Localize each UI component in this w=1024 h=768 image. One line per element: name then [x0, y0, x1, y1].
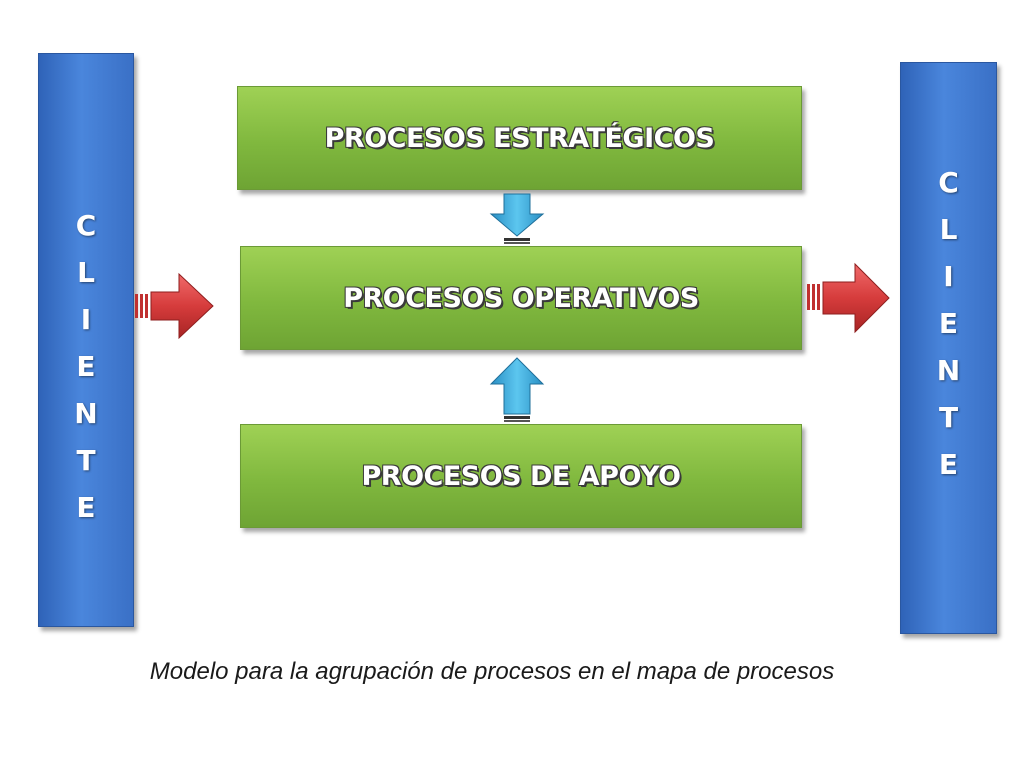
client-right-letter: I: [943, 260, 954, 293]
client-left-letter: I: [80, 303, 92, 336]
diagram-caption: Modelo para la agrupación de procesos en…: [149, 658, 835, 685]
client-bar-left: C L I E N T E: [38, 53, 134, 627]
arrow-up-icon: [489, 357, 545, 422]
client-left-letter: C: [75, 209, 97, 242]
client-left-letter: E: [76, 350, 96, 383]
strategic-processes-box: PROCESOS ESTRATÉGICOS: [237, 86, 802, 190]
client-left-letter: E: [76, 491, 96, 524]
client-left-letters: C L I E N T E: [39, 202, 133, 531]
client-right-letter: C: [938, 166, 959, 199]
client-right-letter: E: [938, 448, 959, 481]
client-left-letter: T: [76, 444, 96, 477]
client-right-letter: L: [939, 213, 958, 246]
client-right-letter: E: [938, 307, 959, 340]
client-bar-right: C L I E N T E: [900, 62, 997, 634]
operative-processes-box: PROCESOS OPERATIVOS: [240, 246, 802, 350]
client-right-letter: T: [938, 401, 959, 434]
client-left-letter: N: [74, 397, 98, 430]
arrow-down-icon: [489, 193, 545, 244]
client-left-letter: L: [77, 256, 95, 289]
support-processes-box: PROCESOS DE APOYO: [240, 424, 802, 528]
client-right-letter: N: [936, 354, 961, 387]
arrow-right-icon: [807, 262, 890, 334]
client-right-letters: C L I E N T E: [901, 159, 996, 488]
arrow-right-icon: [135, 272, 214, 340]
